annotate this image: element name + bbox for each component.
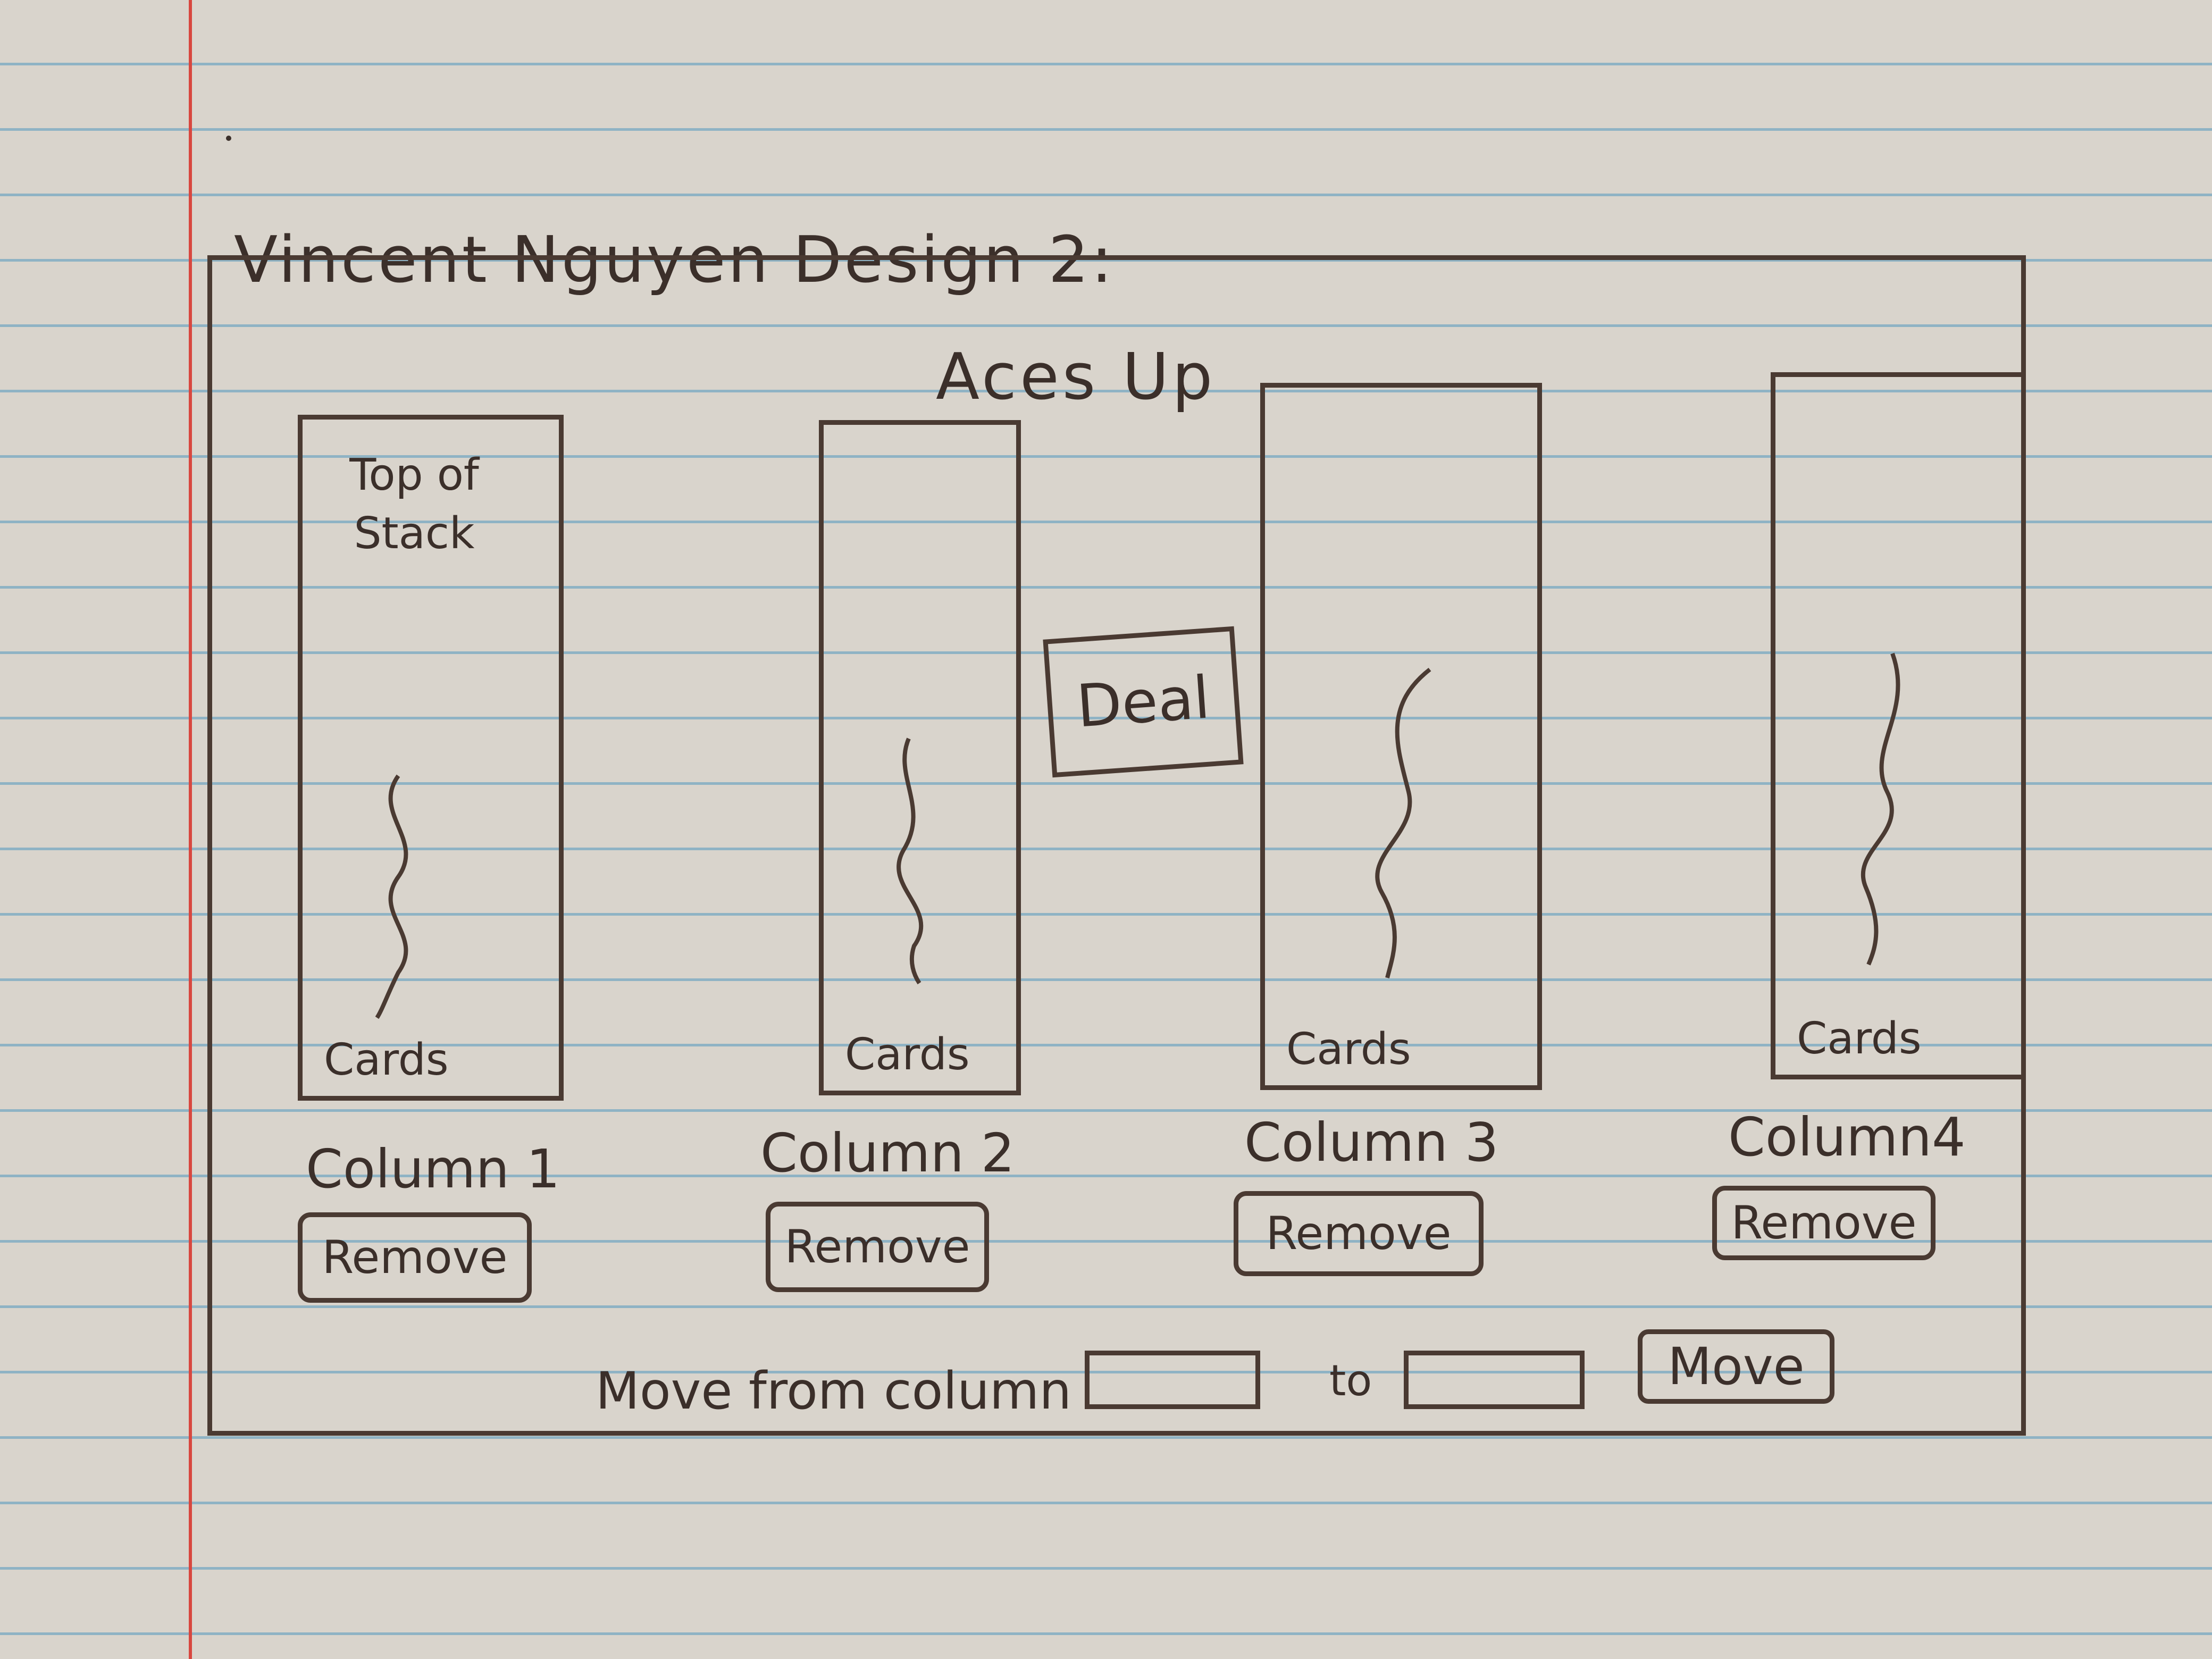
column-3-label: Column 3 (1244, 1111, 1499, 1174)
column-3-remove-button[interactable]: Remove (1234, 1191, 1484, 1276)
cards-label: Cards (1797, 1013, 1922, 1064)
column-2-remove-button[interactable]: Remove (766, 1202, 989, 1292)
cards-label: Cards (324, 1035, 449, 1085)
squiggle-icon (896, 738, 924, 985)
column-4-stack[interactable]: Cards (1771, 372, 2026, 1079)
column-4-remove-button[interactable]: Remove (1712, 1186, 1936, 1260)
top-of-stack-label: Top of Stack (349, 450, 479, 559)
cards-label: Cards (845, 1029, 970, 1080)
move-from-column-label: Move from column (596, 1361, 1072, 1421)
squiggle-icon (1375, 667, 1431, 978)
to-label: to (1329, 1356, 1372, 1405)
notebook-margin-line (189, 0, 192, 1659)
column-4-label: Column4 (1728, 1106, 1966, 1168)
squiggle-icon (375, 774, 408, 1019)
pencil-dot (226, 136, 231, 141)
column-1-label: Column 1 (306, 1138, 560, 1200)
app-title: Aces Up (936, 340, 1216, 414)
cards-label: Cards (1286, 1024, 1411, 1075)
column-2-stack[interactable]: Cards (819, 420, 1021, 1095)
deal-button[interactable]: Deal (1043, 626, 1244, 778)
column-1-stack[interactable]: Top of Stack Cards (298, 415, 564, 1101)
column-3-stack[interactable]: Cards (1260, 383, 1542, 1090)
from-column-input[interactable] (1085, 1351, 1260, 1409)
column-2-label: Column 2 (760, 1122, 1015, 1184)
move-button[interactable]: Move (1638, 1329, 1834, 1404)
sketch-title: Vincent Nguyen Design 2: (234, 223, 1115, 297)
column-1-remove-button[interactable]: Remove (298, 1212, 532, 1303)
squiggle-icon (1861, 652, 1900, 966)
to-column-input[interactable] (1404, 1351, 1585, 1409)
